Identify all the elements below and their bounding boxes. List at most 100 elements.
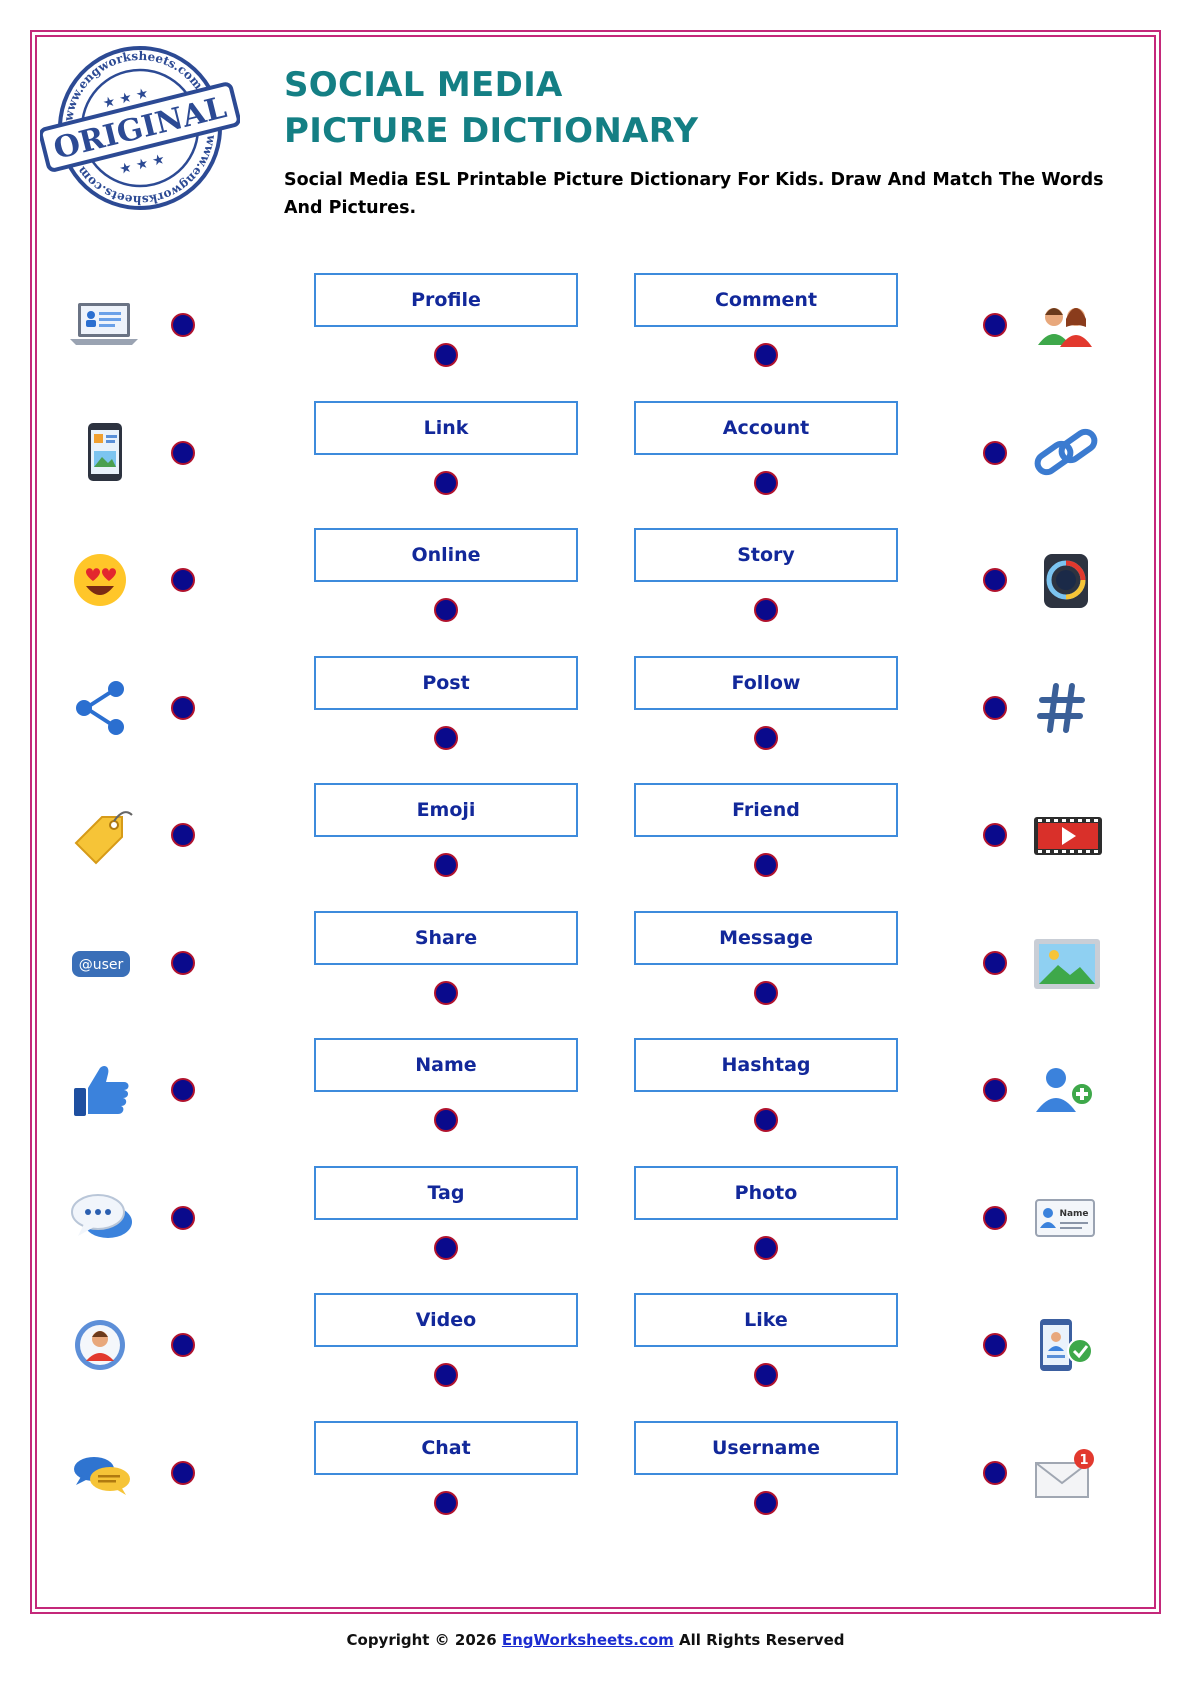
word-box-left-label: Emoji <box>416 799 476 821</box>
word-box-right: Like <box>634 1293 898 1347</box>
picture-dot-right[interactable] <box>983 823 1007 847</box>
picture-dot-left[interactable] <box>171 313 195 337</box>
word-box-right-label: Follow <box>731 672 801 694</box>
thumbs-up-like-icon <box>66 1058 142 1122</box>
word-dot-left[interactable] <box>434 1108 458 1132</box>
picture-dot-left[interactable] <box>171 696 195 720</box>
word-box-left-label: Tag <box>427 1182 465 1204</box>
picture-dot-left[interactable] <box>171 823 195 847</box>
word-box-right: Message <box>634 911 898 965</box>
word-box-left: Online <box>314 528 578 582</box>
picture-dot-left[interactable] <box>171 441 195 465</box>
word-box-left: Share <box>314 911 578 965</box>
picture-dot-right[interactable] <box>983 1461 1007 1485</box>
picture-dot-left[interactable] <box>171 951 195 975</box>
word-box-right: Story <box>634 528 898 582</box>
word-dot-right[interactable] <box>754 1363 778 1387</box>
word-box-left-label: Chat <box>421 1437 471 1459</box>
video-icon <box>1030 803 1106 867</box>
photo-icon <box>1030 931 1106 995</box>
footer-suffix: All Rights Reserved <box>673 1631 845 1649</box>
word-dot-left[interactable] <box>434 471 458 495</box>
word-dot-left[interactable] <box>434 1491 458 1515</box>
word-dot-left[interactable] <box>434 598 458 622</box>
word-dot-right[interactable] <box>754 598 778 622</box>
word-box-right: Hashtag <box>634 1038 898 1092</box>
picture-dot-right[interactable] <box>983 1078 1007 1102</box>
smartphone-icon <box>66 421 142 485</box>
word-box-right: Comment <box>634 273 898 327</box>
picture-dot-right[interactable] <box>983 696 1007 720</box>
picture-dot-right[interactable] <box>983 313 1007 337</box>
word-box-left: Emoji <box>314 783 578 837</box>
word-dot-left[interactable] <box>434 981 458 1005</box>
name-card-icon: Name <box>1030 1186 1106 1250</box>
share-icon <box>66 676 142 740</box>
word-box-left: Tag <box>314 1166 578 1220</box>
word-box-right-label: Username <box>711 1437 821 1459</box>
footer-copyright: Copyright © 2026 EngWorksheets.com All R… <box>0 1631 1191 1649</box>
word-dot-left[interactable] <box>434 343 458 367</box>
username-icon: @user <box>66 931 142 995</box>
svg-text:★ ★ ★: ★ ★ ★ <box>118 151 167 178</box>
word-dot-right[interactable] <box>754 981 778 1005</box>
word-box-right-label: Comment <box>714 289 818 311</box>
word-dot-left[interactable] <box>434 1363 458 1387</box>
tag-icon <box>66 803 142 867</box>
picture-dot-left[interactable] <box>171 1333 195 1357</box>
word-box-right: Account <box>634 401 898 455</box>
friends-icon <box>1030 293 1106 357</box>
picture-dot-right[interactable] <box>983 1333 1007 1357</box>
word-box-left: Profile <box>314 273 578 327</box>
svg-text:1: 1 <box>1079 1453 1088 1468</box>
word-box-left-label: Post <box>422 672 470 694</box>
word-dot-left[interactable] <box>434 853 458 877</box>
page-title: SOCIAL MEDIA PICTURE DICTIONARY <box>284 62 698 154</box>
message-notification-icon: 1 <box>1030 1441 1106 1505</box>
title-line-2: PICTURE DICTIONARY <box>284 111 699 151</box>
outer-frame <box>30 30 1161 1614</box>
word-box-left-label: Name <box>415 1054 477 1076</box>
word-dot-right[interactable] <box>754 726 778 750</box>
laptop-profile-icon <box>66 293 142 357</box>
word-dot-right[interactable] <box>754 1108 778 1132</box>
picture-dot-right[interactable] <box>983 441 1007 465</box>
word-box-right: Username <box>634 1421 898 1475</box>
follow-add-user-icon <box>1030 1058 1106 1122</box>
word-box-right-label: Like <box>744 1309 788 1331</box>
word-box-right-label: Account <box>722 417 810 439</box>
svg-text:Name: Name <box>1059 1209 1088 1219</box>
picture-dot-left[interactable] <box>171 1461 195 1485</box>
link-icon <box>1030 421 1106 485</box>
word-box-left-label: Profile <box>411 289 481 311</box>
word-box-left-label: Online <box>411 544 481 566</box>
original-stamp-logo: www.engworksheets.com www.engworksheets.… <box>38 33 241 223</box>
picture-dot-left[interactable] <box>171 568 195 592</box>
picture-dot-right[interactable] <box>983 951 1007 975</box>
word-dot-right[interactable] <box>754 471 778 495</box>
footer-prefix: Copyright © 2026 <box>346 1631 502 1649</box>
word-dot-right[interactable] <box>754 853 778 877</box>
picture-dot-left[interactable] <box>171 1206 195 1230</box>
word-dot-right[interactable] <box>754 1491 778 1515</box>
word-box-right: Friend <box>634 783 898 837</box>
chat-bubble-icon <box>66 1186 142 1250</box>
footer-link[interactable]: EngWorksheets.com <box>501 1631 674 1649</box>
word-box-left: Name <box>314 1038 578 1092</box>
word-box-right-label: Photo <box>734 1182 798 1204</box>
word-box-left-label: Share <box>414 927 478 949</box>
word-box-right: Photo <box>634 1166 898 1220</box>
hashtag-icon <box>1030 676 1106 740</box>
picture-dot-right[interactable] <box>983 568 1007 592</box>
picture-dot-right[interactable] <box>983 1206 1007 1230</box>
title-line-1: SOCIAL MEDIA <box>284 65 563 105</box>
word-dot-left[interactable] <box>434 1236 458 1260</box>
word-dot-right[interactable] <box>754 343 778 367</box>
word-dot-right[interactable] <box>754 1236 778 1260</box>
word-box-left-label: Video <box>415 1309 477 1331</box>
page-subtitle: Social Media ESL Printable Picture Dicti… <box>284 170 1104 218</box>
word-box-right: Follow <box>634 656 898 710</box>
picture-dot-left[interactable] <box>171 1078 195 1102</box>
online-account-icon <box>1030 1313 1106 1377</box>
word-dot-left[interactable] <box>434 726 458 750</box>
